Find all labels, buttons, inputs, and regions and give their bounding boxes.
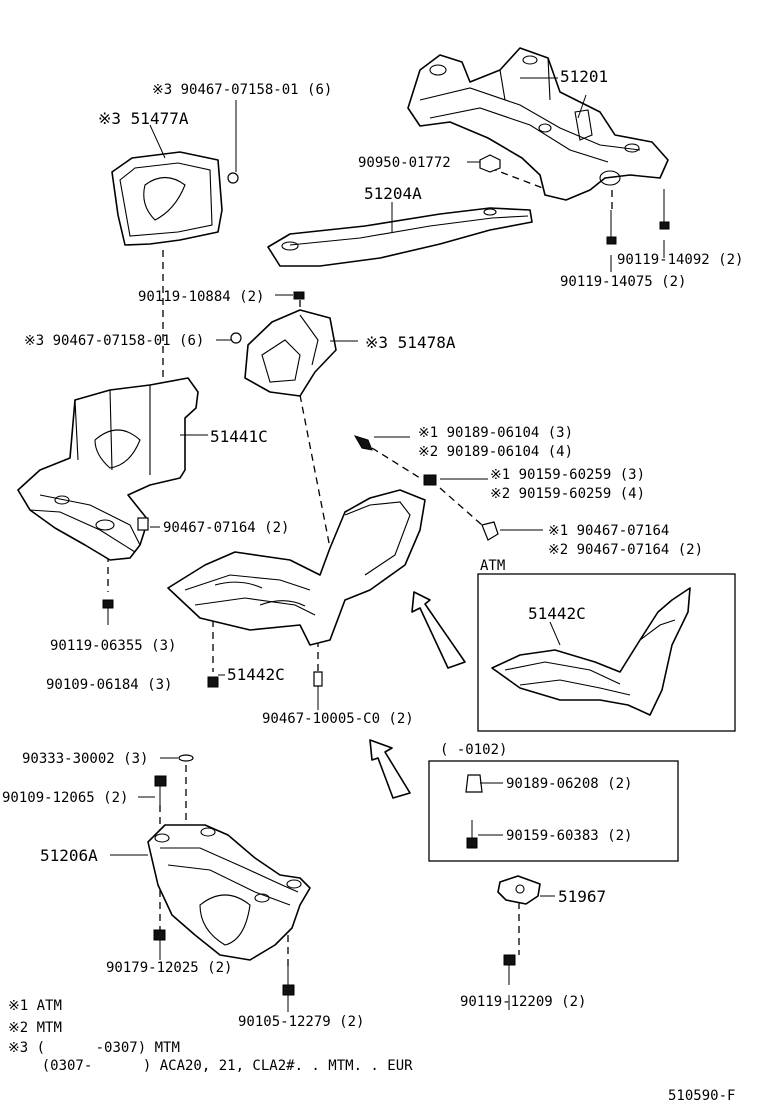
label-c2-90159-60259: ※2 90159-60259 (4) xyxy=(490,486,645,502)
atm-box xyxy=(477,573,736,732)
assembly-lines xyxy=(107,167,613,968)
label-atm-51442C: 51442C xyxy=(528,604,586,623)
bolt-90119-14075 xyxy=(606,210,617,245)
label-51967: 51967 xyxy=(558,887,606,906)
bolt-90119-06355 xyxy=(102,599,114,625)
clip-90467-07164-left xyxy=(137,517,149,531)
label-51206A: 51206A xyxy=(40,846,98,865)
arrows xyxy=(369,591,466,799)
bolt-90105-12279 xyxy=(282,960,295,996)
label-90109-06184: 90109-06184 (3) xyxy=(46,677,172,693)
label-51204A: 51204A xyxy=(364,184,422,203)
label-c3-90467-mid: ※3 90467-07158-01 (6) xyxy=(24,333,204,349)
range-0102-box xyxy=(428,760,679,862)
label-51442C: 51442C xyxy=(227,665,285,684)
label-90119-12209: 90119-12209 (2) xyxy=(460,994,586,1010)
label-90950: 90950-01772 xyxy=(358,155,451,171)
note-4: (0307- ) ACA20, 21, CLA2#. . MTM. . EUR xyxy=(8,1058,413,1074)
label-90109-12065: 90109-12065 (2) xyxy=(2,790,128,806)
label-c1-90467-07164: ※1 90467-07164 xyxy=(548,523,669,539)
label-90119-14075: 90119-14075 (2) xyxy=(560,274,686,290)
label-51441C: 51441C xyxy=(210,427,268,446)
leader-lines xyxy=(110,77,665,1012)
label-90467-10005: 90467-10005-C0 (2) xyxy=(262,711,414,727)
figure-code: 510590-F xyxy=(668,1088,735,1104)
footnotes: ※1 ATM ※2 MTM ※3 ( -0307) MTM (0307- ) A… xyxy=(8,998,413,1074)
shield-51478A xyxy=(244,309,337,397)
label-51478A: ※3 51478A xyxy=(365,333,456,352)
part-labels: ※3 90467-07158-01 (6) ※3 51477A 51201 90… xyxy=(2,67,743,1030)
label-51477A: ※3 51477A xyxy=(98,109,189,128)
label-atm: ATM xyxy=(480,558,505,574)
note-3: ※3 ( -0307) MTM xyxy=(8,1040,180,1056)
bolt-90467-07158-top xyxy=(227,172,239,184)
washer-90333 xyxy=(178,754,194,762)
label-51201: 51201 xyxy=(560,67,608,86)
label-90179: 90179-12025 (2) xyxy=(106,960,232,976)
label-90159-60383: 90159-60383 (2) xyxy=(506,828,632,844)
label-90119-10884: 90119-10884 (2) xyxy=(138,289,264,305)
brace-51204A xyxy=(267,207,533,267)
clip-90189-06104 xyxy=(353,435,373,451)
bolt-90109-12065 xyxy=(154,775,167,805)
bolt-90159-60383 xyxy=(466,820,478,849)
cover-51441C xyxy=(17,377,199,561)
clip-90467-07158-mid xyxy=(230,332,242,344)
clip-90467-07164-right xyxy=(481,521,499,541)
note-2: ※2 MTM xyxy=(8,1020,62,1036)
crossmember-51201 xyxy=(407,47,669,201)
bracket-51206A xyxy=(147,824,311,961)
label-c3-90467-top: ※3 90467-07158-01 (6) xyxy=(152,82,332,98)
nut-90189-06208 xyxy=(465,774,483,793)
label-c2-90467-07164: ※2 90467-07164 (2) xyxy=(548,542,703,558)
note-1: ※1 ATM xyxy=(8,998,62,1014)
label-90119-06355: 90119-06355 (3) xyxy=(50,638,176,654)
bolt-90119-12209 xyxy=(503,954,516,985)
label-90105: 90105-12279 (2) xyxy=(238,1014,364,1030)
bolt-90159-60259 xyxy=(423,474,437,486)
bolt-90119-10884 xyxy=(293,291,305,300)
label-90189-06208: 90189-06208 (2) xyxy=(506,776,632,792)
fasteners xyxy=(102,154,670,996)
label-c1-90189-06104: ※1 90189-06104 (3) xyxy=(418,425,573,441)
bracket-51967 xyxy=(497,875,541,905)
bolt-90179-12025 xyxy=(153,929,166,941)
label-90119-14092: 90119-14092 (2) xyxy=(617,252,743,268)
label-c2-90189-06104: ※2 90189-06104 (4) xyxy=(418,444,573,460)
bolt-90119-14092 xyxy=(659,189,670,230)
label-c1-90159-60259: ※1 90159-60259 (3) xyxy=(490,467,645,483)
bolt-90109-06184 xyxy=(207,676,219,688)
label-90467-07164: 90467-07164 (2) xyxy=(163,520,289,536)
label-90333: 90333-30002 (3) xyxy=(22,751,148,767)
shield-51477A xyxy=(111,151,223,246)
clip-90467-10005 xyxy=(313,671,323,687)
under-cover-51442C xyxy=(167,489,426,646)
nut-90950 xyxy=(479,154,501,173)
label-range-0102: ( -0102) xyxy=(440,742,507,758)
atm-under-cover xyxy=(491,587,691,716)
